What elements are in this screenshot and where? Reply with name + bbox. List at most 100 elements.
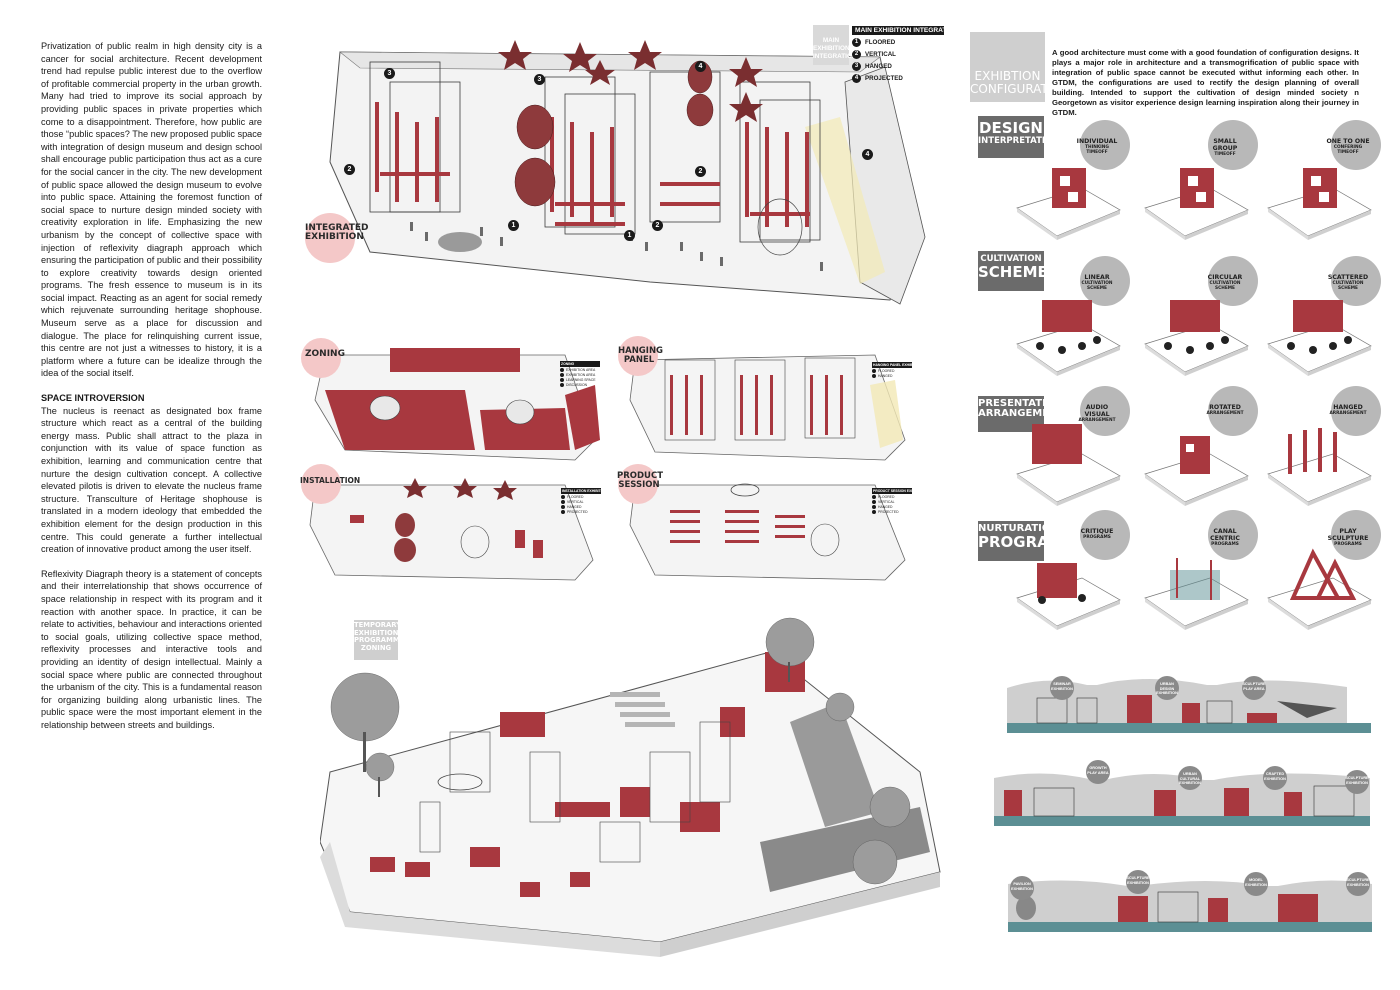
configuration-subtitle: PROGRAMS: [1083, 535, 1111, 540]
marker-vertical: 2: [695, 166, 706, 177]
product-session-label: PRODUCT SESSION: [617, 471, 663, 490]
configuration-title: SCATTERED: [1327, 274, 1369, 281]
strip-label: SCULPTURE EXHIBITION: [1346, 878, 1370, 887]
strip-label: GROWTH PLAY AREA: [1087, 766, 1109, 775]
product-session-axonometric: [625, 470, 910, 582]
strip-badge: [1242, 676, 1266, 700]
configuration-badge: [1331, 386, 1381, 436]
strip-badge: [1178, 766, 1202, 790]
configuration-diagram: [1140, 158, 1250, 240]
installation-legend: INSTALLATION EXHIBITION FLOORED VERTICAL…: [561, 488, 601, 514]
strip-label: PAVILION EXHIBITION: [1011, 882, 1033, 891]
strip-badge: [1345, 770, 1369, 794]
legend-title: MAIN EXHIBITION INTEGRATION: [852, 26, 958, 35]
hanging-panel-badge: [618, 336, 658, 376]
configuration-title: INDIVIDUAL: [1076, 138, 1118, 145]
configuration-title: HANGED: [1333, 404, 1363, 411]
configuration-subtitle: ARRANGEMENT: [1329, 411, 1367, 416]
configuration-badge: [1208, 386, 1258, 436]
integrated-exhibition-label: INTEGRATED EXHIBITION: [305, 223, 369, 242]
zoning-label: ZONING: [305, 349, 345, 359]
nurturation-programs-tag: NURTURATION PROGRAMS: [978, 521, 1075, 561]
configuration-subtitle: THINKING TIMEOFF: [1085, 145, 1109, 155]
strip-label: MODEL EXHIBITION: [1245, 878, 1267, 887]
strip-badge: [1244, 872, 1268, 896]
configuration-badge: [1080, 120, 1130, 170]
strip-badge: [1050, 676, 1074, 700]
strip-label: SEMINAR EXHIBITION: [1051, 682, 1073, 691]
strip-label: URBAN DESIGN EXHIBITION: [1156, 682, 1178, 695]
temporary-exhibition-tag: TEMPORARY EXHIBITION PROGRAMMATIC ZONING: [354, 620, 416, 660]
marker-floored: 1: [508, 220, 519, 231]
configuration-title: AUDIO VISUAL: [1084, 404, 1110, 418]
configuration-diagram: [1263, 158, 1373, 240]
marker-floored: 1: [624, 230, 635, 241]
strip-label: SCULPTURE PLAY AREA: [1242, 682, 1266, 691]
temporary-exhibition-site-axonometric: [320, 612, 945, 984]
zoning-legend: ZONING EXHIBITION AREA EXHIBITION AREA L…: [560, 361, 600, 387]
integrated-exhibition-axonometric: [300, 22, 940, 322]
configuration-badge: [1208, 510, 1258, 560]
configuration-title: CANAL CENTRIC: [1210, 528, 1240, 542]
configuration-subtitle: CULTIVATION SCHEME: [1332, 281, 1364, 291]
space-introversion-paragraph: The nucleus is reenact as designated box…: [41, 405, 262, 555]
design-interpretation-tag: DESIGN INTERPRETATION: [978, 116, 1059, 158]
configuration-diagram: [1140, 548, 1250, 630]
configuration-intro: A good architecture must come with a goo…: [1052, 48, 1359, 117]
configuration-subtitle: ARRANGEMENT: [1206, 411, 1244, 416]
strip-label: SCULPTURE EXHIBITION: [1345, 776, 1369, 785]
zoning-badge: [301, 338, 341, 378]
configuration-badge: [1080, 386, 1130, 436]
configuration-title: CIRCULAR: [1207, 274, 1243, 281]
hanging-panel-label: HANGING PANEL: [618, 346, 664, 365]
configuration-diagram: [1012, 294, 1122, 376]
hanging-panel-legend: HANGING PANEL EXHIBITION FLOORED HANGED: [872, 362, 912, 378]
zoning-axonometric: [305, 340, 605, 462]
strip-label: URBAN CULTURAL EXHIBITION: [1179, 772, 1201, 785]
configuration-subtitle: CONFERING TIMEOFF: [1333, 145, 1363, 155]
configuration-title: CRITIQUE: [1080, 528, 1114, 535]
installation-axonometric: [305, 470, 600, 582]
marker-hanged: 4: [695, 61, 706, 72]
configuration-title: LINEAR: [1084, 274, 1110, 281]
configuration-subtitle: PROGRAMS: [1334, 542, 1362, 547]
configuration-badge: [1208, 256, 1258, 306]
configuration-badge: [1208, 120, 1258, 170]
configuration-badge: [1331, 510, 1381, 560]
strip-badge: [1263, 766, 1287, 790]
marker-vertical: 2: [344, 164, 355, 175]
configuration-diagram: [1140, 294, 1250, 376]
configuration-subtitle: CULTIVATION SCHEME: [1081, 281, 1113, 291]
intro-paragraph: Privatization of public realm in high de…: [41, 41, 262, 379]
strip-label: CRAFTED EXHIBITION: [1264, 772, 1286, 781]
strip-badge: [1126, 870, 1150, 894]
product-session-badge: [618, 464, 658, 504]
strip-badge: [1155, 676, 1179, 700]
section-strip-3: [1008, 870, 1372, 936]
marker-vertical: 2: [652, 220, 663, 231]
configuration-badge: [1080, 510, 1130, 560]
configuration-title: ROTATED: [1209, 404, 1241, 411]
description-column: Privatization of public realm in high de…: [41, 40, 262, 743]
configuration-subtitle: ARRANGEMENT: [1078, 418, 1116, 423]
configuration-diagram: [1012, 158, 1122, 240]
hanging-panel-axonometric: [625, 340, 910, 462]
configuration-diagram: [1012, 424, 1122, 506]
configuration-badge: [1080, 256, 1130, 306]
configuration-title: ONE TO ONE: [1326, 138, 1370, 145]
product-session-legend: PRODUCT SESSION EXHIBITION FLOORED VERTI…: [872, 488, 912, 514]
strip-badge: [1346, 872, 1370, 896]
